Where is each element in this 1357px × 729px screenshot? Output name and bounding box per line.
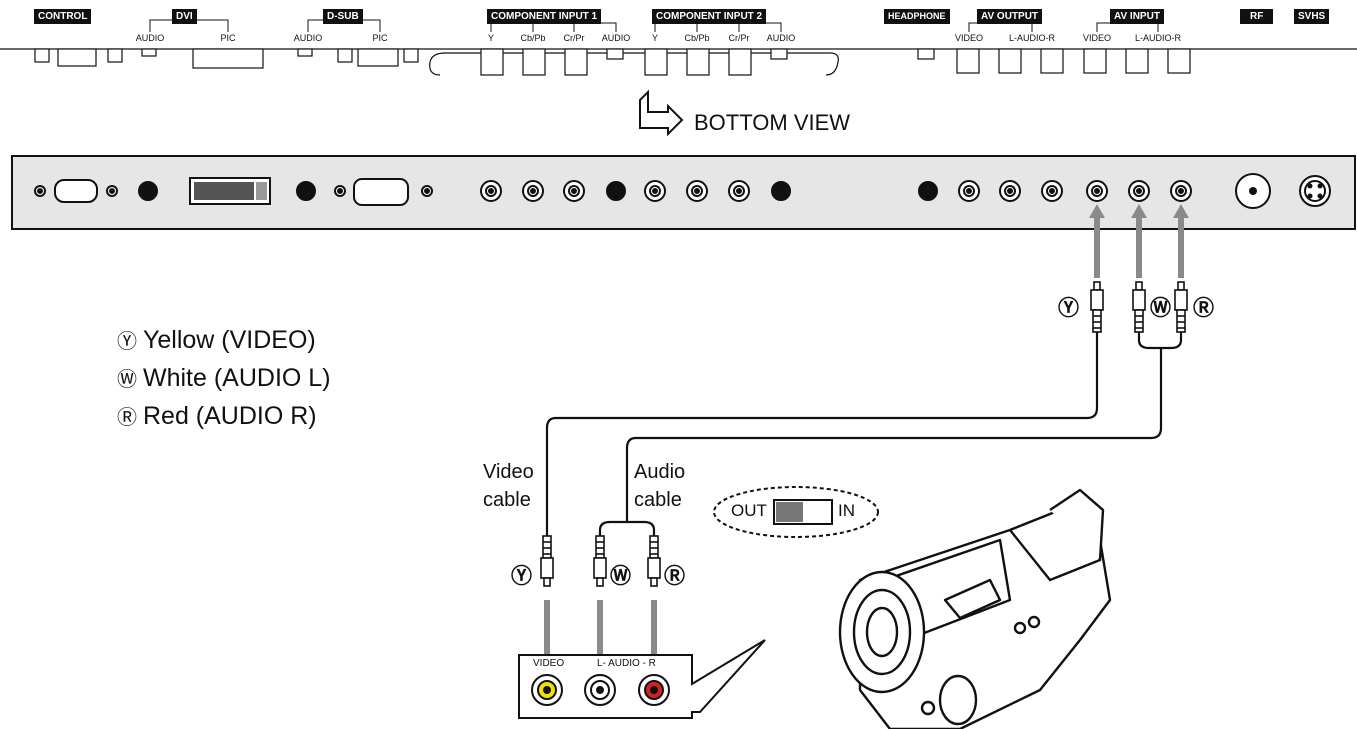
comp2-cb-label: Cb/Pb [684, 33, 710, 43]
legend-row-red: Ⓡ Red (AUDIO R) [117, 398, 331, 436]
control-label: CONTROL [34, 9, 92, 24]
rf-label: RF [1240, 9, 1274, 24]
bottom-view-label: BOTTOM VIEW [694, 110, 851, 135]
audio-cable-word2: cable [634, 489, 682, 511]
dsub-audio-label: AUDIO [293, 33, 323, 43]
header-brackets [149, 19, 1159, 32]
comp2-cr-label: Cr/Pr [728, 33, 750, 43]
panel-plug-arrows [1089, 204, 1189, 278]
audio-cable-word: Audio [634, 461, 686, 483]
cam-video-jack-label: VIDEO [533, 658, 565, 669]
legend-yellow-text: Yellow (VIDEO) [143, 326, 316, 354]
out-in-switch [713, 486, 879, 538]
legend-row-yellow: Ⓨ Yellow (VIDEO) [117, 322, 331, 360]
avin-video-label: VIDEO [1082, 33, 1112, 43]
audio-cable-label: Audio cable [634, 458, 685, 514]
component-input-1-label: COMPONENT INPUT 1 [487, 9, 602, 24]
bottom-view-arrow-icon [639, 89, 684, 137]
switch-out-label: OUT [731, 501, 767, 520]
panel-w-symbol: Ⓦ [1150, 297, 1171, 320]
legend-row-white: Ⓦ White (AUDIO L) [117, 360, 331, 398]
comp1-cb-label: Cb/Pb [520, 33, 546, 43]
comp1-cr-label: Cr/Pr [563, 33, 585, 43]
comp2-audio-label: AUDIO [766, 33, 796, 43]
avout-video-label: VIDEO [954, 33, 984, 43]
dvi-audio-label: AUDIO [135, 33, 165, 43]
video-cable-line [545, 332, 1099, 536]
cables [545, 332, 1183, 536]
comp1-y-label: Y [487, 33, 495, 43]
camcorder-jack-panel [518, 639, 766, 719]
panel-connectors [34, 173, 1331, 209]
headphone-label: HEADPHONE [884, 9, 950, 24]
panel-r-symbol: Ⓡ [1193, 297, 1214, 320]
camcorder-icon [838, 488, 1112, 729]
red-symbol: Ⓡ [117, 407, 137, 429]
dvi-pic-label: PIC [220, 33, 236, 43]
avin-audio-label: L-AUDIO-R [1134, 33, 1182, 43]
white-symbol: Ⓦ [117, 369, 137, 391]
avout-audio-label: L-AUDIO-R [1008, 33, 1056, 43]
top-view-strip [0, 48, 1357, 76]
legend-red-text: Red (AUDIO R) [143, 402, 317, 430]
audio-cable-line [625, 348, 1163, 522]
cam-y-symbol: Ⓨ [511, 565, 532, 588]
legend-white-text: White (AUDIO L) [143, 364, 331, 392]
color-legend: Ⓨ Yellow (VIDEO) Ⓦ White (AUDIO L) Ⓡ Red (A… [117, 322, 331, 436]
av-output-label: AV OUTPUT [977, 9, 1043, 24]
video-cable-word2: cable [483, 489, 531, 511]
comp2-y-label: Y [651, 33, 659, 43]
panel-side-plugs [1090, 281, 1188, 333]
switch-in-label: IN [838, 501, 855, 520]
panel-y-symbol: Ⓨ [1058, 297, 1079, 320]
yellow-symbol: Ⓨ [117, 331, 137, 353]
video-cable-word: Video [483, 461, 534, 483]
camcorder-side-plugs [540, 535, 661, 587]
svhs-label: SVHS [1294, 9, 1330, 24]
dsub-pic-label: PIC [372, 33, 388, 43]
comp1-audio-label: AUDIO [601, 33, 631, 43]
cam-audio-jack-label: L- AUDIO - R [597, 658, 656, 669]
av-input-label: AV INPUT [1110, 9, 1164, 24]
component-input-2-label: COMPONENT INPUT 2 [652, 9, 767, 24]
video-cable-label: Video cable [483, 458, 534, 514]
cam-r-symbol: Ⓡ [664, 565, 685, 588]
cam-w-symbol: Ⓦ [610, 565, 631, 588]
